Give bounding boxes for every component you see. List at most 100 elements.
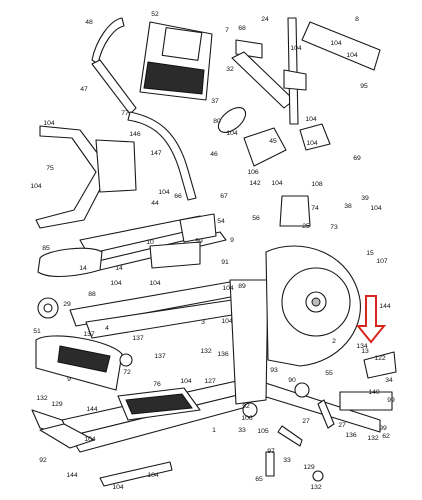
console-display <box>161 27 203 61</box>
part-number-label: 132 <box>367 435 379 442</box>
part-number-label: 37 <box>211 98 219 105</box>
part-number-label: 122 <box>374 355 386 362</box>
part-number-label: 27 <box>338 422 346 429</box>
part-number-label: 92 <box>242 403 250 410</box>
part-number-label: 142 <box>249 180 261 187</box>
part-number-label: 136 <box>217 351 229 358</box>
part-number-label: 33 <box>283 457 291 464</box>
part-number-label: 27 <box>302 418 310 425</box>
part-number-label: 29 <box>63 301 71 308</box>
lower-arm-pipes <box>35 111 197 229</box>
part-number-label: 47 <box>80 86 88 93</box>
part-number-label: 91 <box>221 259 229 266</box>
rear-stabilizer-assembly <box>35 335 201 449</box>
part-number-label: 68 <box>238 25 246 32</box>
part-number-label: 74 <box>311 205 319 212</box>
part-number-label: 95 <box>360 83 368 90</box>
part-number-label: 2 <box>332 338 336 345</box>
part-number-label: 77 <box>121 110 129 117</box>
pedal-assembly <box>37 213 227 319</box>
part-number-label: 90 <box>288 377 296 384</box>
part-number-label: 104 <box>221 318 233 325</box>
part-number-label: 104 <box>226 130 238 137</box>
part-number-label: 32 <box>226 66 234 73</box>
part-number-label: 104 <box>158 189 170 196</box>
part-number-label: 104 <box>370 205 382 212</box>
part-number-label: 75 <box>46 165 54 172</box>
part-number-label: 9 <box>67 376 71 383</box>
part-number-label: 73 <box>330 224 338 231</box>
part-number-label: 55 <box>325 370 333 377</box>
part-number-label: 106 <box>241 415 253 422</box>
part-number-label: 93 <box>270 367 278 374</box>
part-number-label: 13 <box>361 348 369 355</box>
part-number-label: 52 <box>151 11 159 18</box>
part-number-label: 99 <box>387 397 395 404</box>
part-number-label: 104 <box>290 45 302 52</box>
part-number-label: 9 <box>230 237 234 244</box>
part-number-label: 104 <box>222 285 234 292</box>
part-number-label: 3 <box>201 319 205 326</box>
part-number-label: 104 <box>112 484 124 491</box>
part-number-label: 24 <box>261 16 269 23</box>
part-number-label: 104 <box>306 140 318 147</box>
part-number-label: 48 <box>85 19 93 26</box>
part-number-label: 14 <box>115 265 123 272</box>
part-number-label: 44 <box>151 200 159 207</box>
part-number-label: 137 <box>132 335 144 342</box>
part-number-label: 76 <box>153 381 161 388</box>
part-number-label: 105 <box>257 428 269 435</box>
part-number-label: 104 <box>84 436 96 443</box>
part-number-label: 69 <box>353 155 361 162</box>
front-hardware <box>242 351 397 482</box>
part-number-label: 65 <box>255 476 263 483</box>
part-number-label: 104 <box>30 183 42 190</box>
part-number-label: 132 <box>36 395 48 402</box>
part-number-label: 137 <box>83 331 95 338</box>
part-number-label: 80 <box>213 118 221 125</box>
part-number-label: 127 <box>204 378 216 385</box>
part-number-label: 89 <box>238 283 246 290</box>
part-number-label: 62 <box>382 433 390 440</box>
part-number-label: 7 <box>225 27 229 34</box>
part-number-label: 59 <box>195 238 203 245</box>
part-number-label: 132 <box>200 348 212 355</box>
upper-handlebar-assembly <box>217 17 381 167</box>
part-number-label: 144 <box>66 472 78 479</box>
part-number-label: 15 <box>366 250 374 257</box>
part-number-label: 108 <box>311 181 323 188</box>
part-number-label: 104 <box>43 120 55 127</box>
console-assembly <box>91 17 213 115</box>
part-number-label: 54 <box>217 218 225 225</box>
part-number-label: 51 <box>33 328 41 335</box>
part-number-label: 4 <box>105 325 109 332</box>
part-number-label: 8 <box>355 16 359 23</box>
part-number-label: 132 <box>310 484 322 491</box>
part-number-label: 140 <box>368 389 380 396</box>
part-number-label: 144 <box>86 406 98 413</box>
flywheel-assembly <box>265 195 361 367</box>
part-number-label: 38 <box>344 203 352 210</box>
callout-arrow-shape <box>355 295 387 344</box>
part-number-label: 56 <box>252 215 260 222</box>
part-number-label: 39 <box>361 195 369 202</box>
part-number-label: 92 <box>39 457 47 464</box>
part-number-label: 67 <box>220 193 228 200</box>
part-number-label: 104 <box>180 378 192 385</box>
part-number-label: 97 <box>267 448 275 455</box>
part-number-label: 104 <box>110 280 122 287</box>
part-number-label: 104 <box>149 280 161 287</box>
part-number-label: 99 <box>379 425 387 432</box>
part-number-label: 45 <box>269 138 277 145</box>
part-number-label: 104 <box>305 116 317 123</box>
part-number-label: 129 <box>51 401 63 408</box>
part-number-label: 129 <box>303 464 315 471</box>
part-number-label: 85 <box>42 245 50 252</box>
part-number-label: 10 <box>146 239 154 246</box>
callout-arrow <box>355 295 387 344</box>
part-number-label: 72 <box>123 369 131 376</box>
part-number-label: 1 <box>212 427 216 434</box>
part-number-label: 88 <box>88 291 96 298</box>
